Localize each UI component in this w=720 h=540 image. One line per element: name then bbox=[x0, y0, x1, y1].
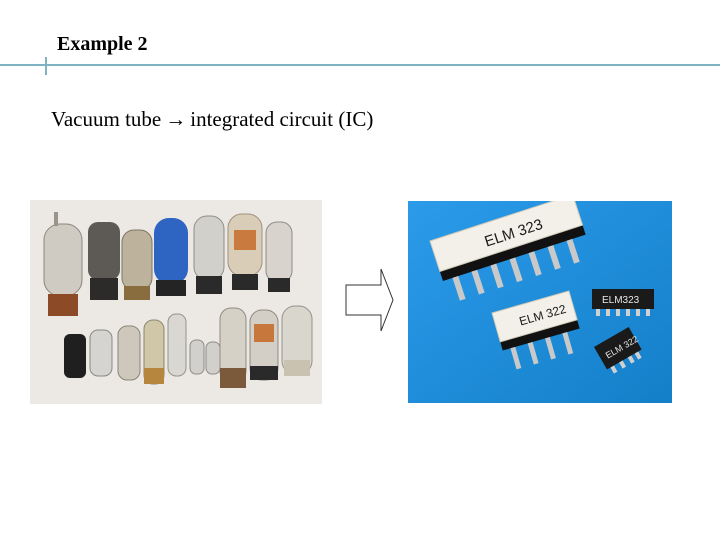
title-divider-tick bbox=[45, 57, 47, 75]
tube-bottom-3 bbox=[117, 325, 141, 381]
chip-elm-322-smd: ELM 322 bbox=[594, 327, 642, 374]
tube-top-3 bbox=[121, 229, 153, 300]
tube-bottom-1 bbox=[64, 334, 86, 378]
transition-arrow-icon bbox=[345, 268, 394, 332]
subtitle-arrow-icon: → bbox=[165, 107, 187, 131]
tube-bottom-4 bbox=[143, 319, 165, 385]
tube-bottom-5 bbox=[167, 313, 187, 377]
tube-bottom-8 bbox=[249, 309, 279, 381]
tube-top-6 bbox=[227, 213, 263, 290]
vacuum-tubes-illustration bbox=[30, 200, 322, 404]
tube-bottom-9 bbox=[281, 305, 313, 376]
ic-chips-illustration: ELM 323 ELM 322 ELM323 bbox=[408, 201, 672, 403]
chip-elm-322: ELM 322 bbox=[491, 290, 580, 370]
vacuum-tubes-photo bbox=[30, 200, 322, 404]
chip-label-3: ELM323 bbox=[602, 295, 640, 306]
chip-elm-323: ELM 323 bbox=[429, 201, 586, 301]
subtitle-right: integrated circuit (IC) bbox=[190, 107, 374, 131]
tube-top-1 bbox=[43, 212, 83, 316]
tube-top-2 bbox=[88, 222, 120, 300]
title-divider bbox=[0, 64, 720, 66]
slide-title: Example 2 bbox=[57, 33, 148, 55]
tube-bottom-7 bbox=[219, 307, 247, 388]
subtitle-left: Vacuum tube bbox=[51, 107, 162, 131]
tube-top-4 bbox=[154, 218, 188, 296]
tube-top-5 bbox=[193, 215, 225, 294]
tube-bottom-2 bbox=[89, 329, 113, 377]
tube-bottom-6 bbox=[189, 339, 221, 375]
chip-elm323-smd: ELM323 bbox=[592, 289, 654, 316]
slide-subtitle: Vacuum tube→integrated circuit (IC) bbox=[51, 107, 373, 132]
ic-chips-photo: ELM 323 ELM 322 ELM323 bbox=[408, 201, 672, 403]
tube-top-7 bbox=[265, 221, 293, 292]
